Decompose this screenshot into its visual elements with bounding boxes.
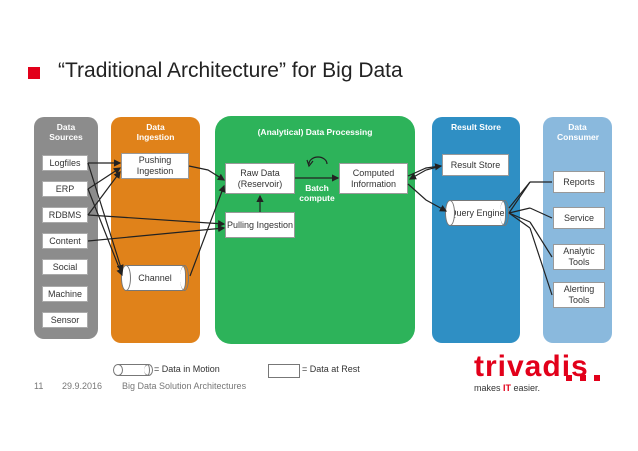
data-consumer-title: Data Consumer xyxy=(557,122,600,142)
result-store-title: Result Store xyxy=(450,122,502,132)
data-processing-title: (Analytical) Data Processing xyxy=(257,127,373,137)
computed-information-box: Computed Information xyxy=(339,163,408,194)
query-engine-cylinder: Query Engine xyxy=(445,200,509,226)
source-logfiles: Logfiles xyxy=(42,155,88,171)
data-sources-column: Data Sources xyxy=(34,117,98,339)
source-rdbms: RDBMS xyxy=(42,207,88,223)
trivadis-tagline: makes IT easier. xyxy=(474,383,541,393)
result-store-box: Result Store xyxy=(442,154,509,176)
legend-motion-label: = Data in Motion xyxy=(154,364,220,374)
footer-title: Big Data Solution Architectures xyxy=(122,381,247,391)
arrow-pushing-raw xyxy=(188,165,226,181)
arrow-content-pulling xyxy=(87,224,226,242)
pulling-ingestion-box: Pulling Ingestion xyxy=(225,212,295,238)
consumer-analytic-tools: Analytic Tools xyxy=(553,244,605,270)
data-ingestion-title: Data Ingestion xyxy=(136,122,175,142)
legend-rest-label: = Data at Rest xyxy=(302,364,360,374)
source-social: Social xyxy=(42,259,88,275)
legend-rest-symbol xyxy=(268,364,300,378)
title-bullet xyxy=(28,67,40,79)
arrow-computed-query xyxy=(407,183,448,212)
arrow-rdbms-pulling xyxy=(87,214,226,228)
batch-compute-label: Batch compute xyxy=(299,183,335,203)
arrow-logfiles-channel xyxy=(87,162,124,273)
channel-cylinder: Channel xyxy=(121,265,189,291)
arrow-channel-raw xyxy=(189,184,226,277)
consumer-service: Service xyxy=(553,207,605,229)
consumer-reports: Reports xyxy=(553,171,605,193)
source-erp: ERP xyxy=(42,181,88,197)
arrow-erp-channel xyxy=(87,188,124,277)
legend-motion-symbol xyxy=(113,364,153,376)
consumer-alerting-tools: Alerting Tools xyxy=(553,282,605,308)
pushing-ingestion-box: Pushing Ingestion xyxy=(121,153,189,179)
arrow-rdbms-pushing xyxy=(87,171,121,216)
batch-loop-arrow xyxy=(308,156,328,165)
source-sensor: Sensor xyxy=(42,312,88,328)
slide-date: 29.9.2016 xyxy=(62,381,103,391)
slide-title: “Traditional Architecture” for Big Data xyxy=(58,59,403,82)
data-sources-title: Data Sources xyxy=(49,122,83,142)
page-number: 11 xyxy=(34,381,44,391)
source-machine: Machine xyxy=(42,286,88,302)
logo-dots xyxy=(566,375,606,389)
raw-data-box: Raw Data (Reservoir) xyxy=(225,163,295,194)
source-content: Content xyxy=(42,233,88,249)
